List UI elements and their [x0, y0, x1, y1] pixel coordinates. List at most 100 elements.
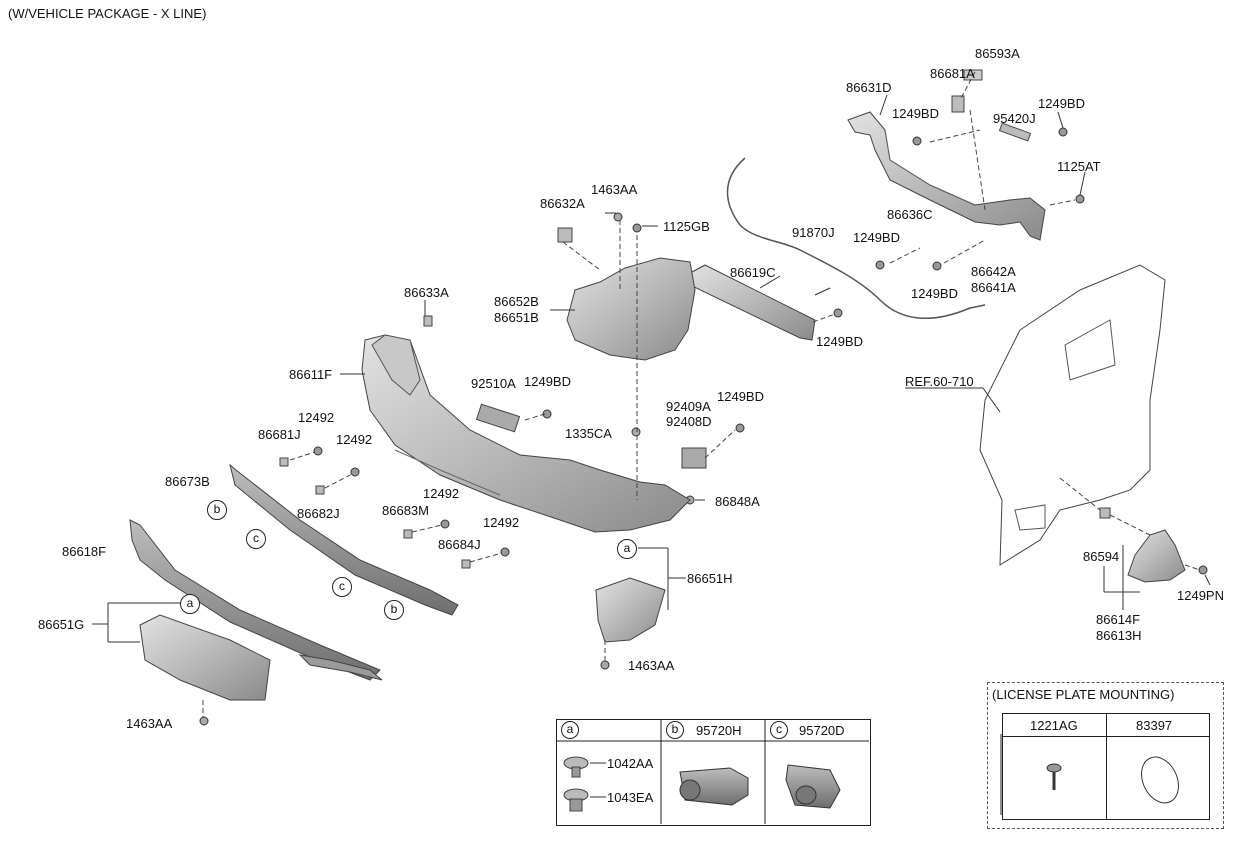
part-label: 95420J [993, 111, 1036, 126]
part-label: 1335CA [565, 426, 612, 441]
legend-key-c: c [770, 721, 788, 739]
part-label: 92510A [471, 376, 516, 391]
legend-table: a b 95720H c 95720D 1042AA 1043EA [556, 719, 871, 826]
part-label: 92408D [666, 414, 712, 429]
license-plate-col1: 1221AG [1030, 718, 1078, 733]
diagram-title: (W/VEHICLE PACKAGE - X LINE) [8, 6, 207, 21]
part-label: 1463AA [591, 182, 638, 197]
callout-c: c [332, 577, 352, 597]
legend-item-a2: 1043EA [607, 790, 654, 805]
small-clips [279, 457, 471, 569]
wiring-harness [726, 157, 986, 319]
part-label: 86632A [540, 196, 585, 211]
strip-95420J [998, 122, 1032, 142]
legend-table-lines [556, 719, 1002, 824]
ref-label: REF.60-710 [905, 374, 974, 389]
part-label: 86594 [1083, 549, 1120, 564]
part-label: 86683M [382, 503, 429, 518]
bracket-86633A [423, 315, 433, 327]
part-label: 86619C [730, 265, 776, 280]
bracket-92510A [475, 403, 521, 433]
part-label: 12492 [298, 410, 335, 425]
part-label: 1125GB [663, 219, 710, 234]
lower-strip-86618F [129, 519, 381, 681]
pad-icon [1141, 756, 1179, 804]
body-side-opening [1014, 504, 1046, 531]
part-label: 86651H [687, 571, 733, 586]
part-label: 92409A [666, 399, 711, 414]
bracket-86681A [951, 95, 965, 113]
parking-sensor-icon-2 [785, 764, 841, 809]
legend-key-b: b [666, 721, 684, 739]
part-label: 86641A [971, 280, 1016, 295]
screw-icon [1046, 763, 1062, 790]
rear-bumper-cover [361, 334, 691, 533]
part-label: 1249PN [1177, 588, 1224, 603]
part-label: 86681J [258, 427, 301, 442]
parking-sensor-icon [679, 767, 749, 806]
callout-b: b [207, 500, 227, 520]
license-plate-table: 1221AG 83397 [1002, 713, 1210, 820]
part-label: 86614F [1096, 612, 1141, 627]
part-label: 86684J [438, 537, 481, 552]
callout-c: c [246, 529, 266, 549]
part-label: 86642A [971, 264, 1016, 279]
body-side-panel [979, 264, 1166, 566]
rear-beam-part [847, 111, 1046, 241]
bracket-86632A [557, 227, 573, 243]
callout-b: b [384, 600, 404, 620]
part-label: 86593A [975, 46, 1020, 61]
part-label: 86618F [62, 544, 107, 559]
part-label: 12492 [483, 515, 520, 530]
callout-a: a [617, 539, 637, 559]
callout-a: a [180, 594, 200, 614]
part-label: 86636C [887, 207, 933, 222]
part-label: 1249BD [911, 286, 958, 301]
part-label: 1249BD [892, 106, 939, 121]
part-label: 1249BD [816, 334, 863, 349]
part-label: 86611F [289, 367, 333, 382]
part-label: 86651B [494, 310, 539, 325]
grommet-icon [563, 756, 589, 812]
part-label: 86848A [715, 494, 760, 509]
part-label: 1125AT [1057, 159, 1101, 174]
part-label: 12492 [336, 432, 373, 447]
legend-part-b: 95720H [696, 723, 742, 738]
skid-plate-86651G [139, 614, 271, 701]
part-label: 86651G [38, 617, 85, 632]
part-label: 1249BD [853, 230, 900, 245]
legend-part-c: 95720D [799, 723, 845, 738]
part-label: 86652B [494, 294, 539, 309]
part-label: 86613H [1096, 628, 1142, 643]
part-label: 86631D [846, 80, 892, 95]
bracket-92409A [681, 447, 707, 469]
skid-plate-86651H [595, 577, 666, 643]
corner-cover-86652B [566, 257, 696, 361]
part-label: 1463AA [628, 658, 675, 673]
part-label: 86673B [165, 474, 210, 489]
legend-key-a: a [561, 721, 579, 739]
bolt-icon [313, 127, 1208, 575]
lower-strip-end [298, 654, 383, 681]
dash-lines [202, 71, 1201, 718]
leader-lines [92, 94, 1211, 643]
part-label: 86681A [930, 66, 975, 81]
part-label: 1249BD [524, 374, 571, 389]
part-label: 12492 [423, 486, 460, 501]
part-label: 1463AA [126, 716, 173, 731]
part-label: 91870J [792, 225, 835, 240]
clip-86594 [1099, 507, 1111, 519]
part-label: 1249BD [717, 389, 764, 404]
part-label: 1249BD [1038, 96, 1085, 111]
legend-item-a1: 1042AA [607, 756, 654, 771]
lower-garnish-86673B [229, 463, 459, 616]
license-plate-box: (LICENSE PLATE MOUNTING) 1221AG 83397 [987, 682, 1224, 829]
side-bracket-86614F [1127, 529, 1186, 583]
body-side-window [1064, 319, 1116, 381]
part-label: 86633A [404, 285, 449, 300]
license-plate-col2: 83397 [1136, 718, 1173, 733]
license-plate-title: (LICENSE PLATE MOUNTING) [992, 687, 1175, 702]
part-label: 86682J [297, 506, 340, 521]
ref-arrow [982, 387, 1001, 413]
